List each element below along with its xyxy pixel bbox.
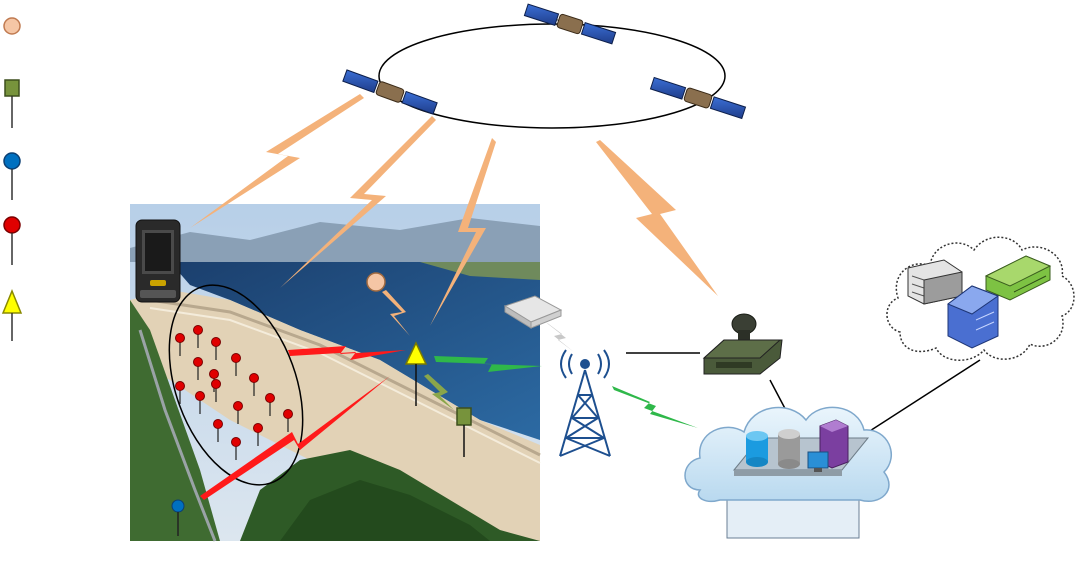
green-link-bolt xyxy=(612,386,698,428)
database-icon xyxy=(746,431,768,467)
building-icon xyxy=(947,285,1000,349)
red-pin-group-outline xyxy=(168,284,304,486)
red-pin xyxy=(283,409,293,432)
satellite-link-bolt xyxy=(430,138,496,326)
circle-to-triangle-bolt xyxy=(382,290,410,336)
satellite-link-bolt xyxy=(190,94,364,228)
red-pin xyxy=(175,381,185,404)
square-pin-icon xyxy=(4,79,20,128)
red-link-bolt xyxy=(200,376,390,500)
handheld-device-icon xyxy=(135,219,181,303)
building-icon xyxy=(907,259,963,305)
satellite-icon xyxy=(523,3,617,45)
cell-tower-icon xyxy=(559,349,611,457)
red-pin-icon xyxy=(3,216,21,265)
square-to-triangle-bolt xyxy=(424,374,454,410)
red-pin xyxy=(213,419,223,442)
green-link-bolt xyxy=(434,356,542,372)
router-icon xyxy=(503,295,563,329)
satellite-icon xyxy=(342,69,438,115)
legend xyxy=(1,17,23,341)
red-pin xyxy=(253,423,263,446)
red-pin xyxy=(193,357,203,380)
circle-icon xyxy=(3,17,21,35)
blue-pin-icon xyxy=(3,152,21,200)
monitor-icon xyxy=(807,451,829,472)
red-pin xyxy=(193,325,203,348)
square-pin xyxy=(456,407,472,457)
red-pin xyxy=(211,379,221,402)
building-icon xyxy=(984,255,1052,301)
red-pin xyxy=(211,337,221,360)
server-cloud-icon xyxy=(684,406,893,539)
red-link-bolt xyxy=(288,346,406,360)
satellite-links xyxy=(190,94,718,326)
satellite-icon xyxy=(649,76,747,120)
red-pin xyxy=(231,353,241,376)
database-icon xyxy=(778,429,800,469)
triangle-pin-icon xyxy=(1,289,23,341)
triangle-pin xyxy=(404,341,428,406)
circle-marker xyxy=(366,272,386,292)
dam-photo xyxy=(130,204,541,542)
red-pin-group xyxy=(175,325,293,460)
satellite-link-bolt xyxy=(280,116,436,288)
gray-link-bolt xyxy=(546,322,574,352)
red-pin xyxy=(231,437,241,460)
red-pin xyxy=(265,393,275,416)
red-pin xyxy=(249,373,259,396)
buildings-cloud-icon xyxy=(886,236,1075,361)
satellite-link-bolt xyxy=(596,140,718,296)
red-pin xyxy=(175,333,185,356)
gnss-receiver-icon xyxy=(702,313,783,375)
red-pin xyxy=(233,401,243,424)
red-pin xyxy=(195,391,205,414)
blue-pin xyxy=(171,499,185,536)
